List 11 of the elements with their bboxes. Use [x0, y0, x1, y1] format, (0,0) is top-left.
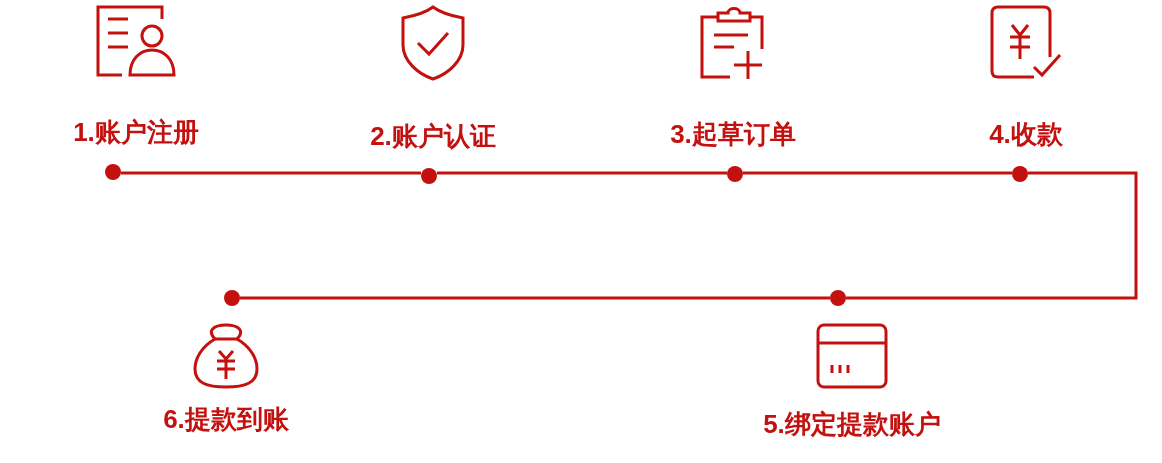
timeline-line: [743, 171, 1012, 175]
step-label: 6.提款到账: [163, 403, 289, 436]
step-label: 4.收款: [989, 118, 1063, 151]
step-label: 1.账户注册: [73, 116, 199, 149]
step-label: 5.绑定提款账户: [763, 408, 941, 441]
timeline-line: [437, 171, 727, 175]
timeline-line: [121, 171, 421, 175]
timeline-line: [240, 296, 830, 300]
step-label: 2.账户认证: [370, 120, 496, 153]
timeline-line: [846, 171, 1138, 300]
step-label: 3.起草订单: [670, 118, 796, 151]
